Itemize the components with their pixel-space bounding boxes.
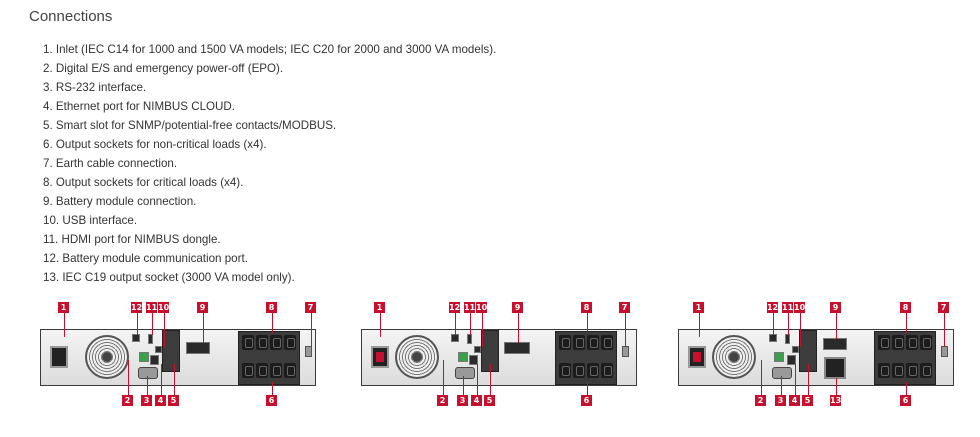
list-item: 5. Smart slot for SNMP/potential-free co… <box>43 119 337 132</box>
callout-label: 5 <box>168 395 179 406</box>
callout-label: 12 <box>131 302 143 313</box>
usb-port <box>474 346 481 353</box>
usb-port <box>792 346 799 353</box>
callout-label: 6 <box>266 395 277 406</box>
callout-label: 10 <box>158 302 170 313</box>
list-item: 1. Inlet (IEC C14 for 1000 and 1500 VA m… <box>43 43 497 56</box>
connections-list: 1. Inlet (IEC C14 for 1000 and 1500 VA m… <box>43 40 496 287</box>
callout-label: 8 <box>581 302 592 313</box>
c19-output-socket <box>824 357 846 379</box>
callout-label: 9 <box>512 302 523 313</box>
callout-label: 2 <box>755 395 766 406</box>
callout-label: 6 <box>581 395 592 406</box>
noncritical-output-sockets <box>878 363 932 378</box>
callout-label: 1 <box>374 302 385 313</box>
hdmi-port <box>785 334 790 344</box>
critical-output-sockets <box>878 335 932 350</box>
earth-terminal <box>622 346 629 357</box>
rs232-port <box>455 367 475 379</box>
callout-label: 13 <box>830 395 842 406</box>
ups-rear-panel-diagram-2: 1 12 11 10 9 8 7 2 3 4 5 6 <box>361 302 637 410</box>
epo-terminal <box>458 352 468 362</box>
battery-connector <box>823 338 847 350</box>
battery-comm-port <box>132 334 140 342</box>
usb-port <box>155 346 162 353</box>
list-item: 8. Output sockets for critical loads (x4… <box>43 176 244 189</box>
callout-label: 4 <box>155 395 166 406</box>
list-item: 9. Battery module connection. <box>43 195 197 208</box>
callout-label: 8 <box>266 302 277 313</box>
callout-label: 1 <box>693 302 704 313</box>
list-item: 3. RS-232 interface. <box>43 81 147 94</box>
battery-comm-port <box>769 334 777 342</box>
callout-label: 12 <box>449 302 461 313</box>
inlet-socket <box>371 346 389 368</box>
hdmi-port <box>148 334 153 344</box>
ethernet-port <box>469 355 478 365</box>
section-title: Connections <box>29 8 113 25</box>
fan-grille <box>395 335 439 379</box>
smart-slot <box>162 330 180 372</box>
callout-label: 10 <box>476 302 488 313</box>
inlet-socket <box>50 346 68 368</box>
callout-label: 4 <box>789 395 800 406</box>
earth-terminal <box>941 346 948 357</box>
list-item: 7. Earth cable connection. <box>43 157 178 170</box>
epo-terminal <box>139 352 149 362</box>
callout-label: 3 <box>775 395 786 406</box>
battery-comm-port <box>451 334 459 342</box>
ethernet-port <box>150 355 159 365</box>
callout-label: 3 <box>141 395 152 406</box>
hdmi-port <box>467 334 472 344</box>
list-item: 10. USB interface. <box>43 214 138 227</box>
battery-connector <box>186 342 210 354</box>
callout-label: 7 <box>305 302 316 313</box>
callout-label: 11 <box>782 302 794 313</box>
callout-label: 9 <box>830 302 841 313</box>
ethernet-port <box>787 355 796 365</box>
callout-label: 1 <box>58 302 69 313</box>
callout-label: 8 <box>900 302 911 313</box>
callout-label: 2 <box>437 395 448 406</box>
ups-rear-panel-diagram-1: 1 12 11 10 9 8 7 2 3 4 5 6 <box>40 302 316 410</box>
callout-label: 6 <box>900 395 911 406</box>
callout-label: 7 <box>619 302 630 313</box>
fan-grille <box>85 335 129 379</box>
callout-label: 2 <box>122 395 133 406</box>
callout-label: 11 <box>146 302 158 313</box>
list-item: 11. HDMI port for NIMBUS dongle. <box>43 233 221 246</box>
noncritical-output-sockets <box>559 363 613 378</box>
rs232-port <box>772 367 792 379</box>
list-item: 4. Ethernet port for NIMBUS CLOUD. <box>43 100 236 113</box>
battery-connector <box>504 342 530 354</box>
list-item: 12. Battery module communication port. <box>43 252 248 265</box>
callout-label: 7 <box>938 302 949 313</box>
ups-rear-panel-diagram-3: 1 12 11 10 9 8 7 2 3 4 5 13 6 <box>678 302 954 410</box>
list-item: 6. Output sockets for non-critical loads… <box>43 138 267 151</box>
fan-grille <box>712 335 756 379</box>
rs232-port <box>138 367 158 379</box>
critical-output-sockets <box>559 335 613 350</box>
inlet-socket <box>688 346 706 368</box>
callout-label: 9 <box>197 302 208 313</box>
critical-output-sockets <box>242 335 296 350</box>
earth-terminal <box>305 346 312 357</box>
callout-label: 4 <box>471 395 482 406</box>
list-item: 2. Digital E/S and emergency power-off (… <box>43 62 284 75</box>
callout-label: 12 <box>767 302 779 313</box>
list-item: 13. IEC C19 output socket (3000 VA model… <box>43 271 295 284</box>
callout-label: 11 <box>464 302 476 313</box>
callout-label: 10 <box>794 302 806 313</box>
callout-label: 5 <box>484 395 495 406</box>
noncritical-output-sockets <box>242 363 296 378</box>
callout-label: 5 <box>802 395 813 406</box>
epo-terminal <box>774 352 784 362</box>
callout-label: 3 <box>457 395 468 406</box>
